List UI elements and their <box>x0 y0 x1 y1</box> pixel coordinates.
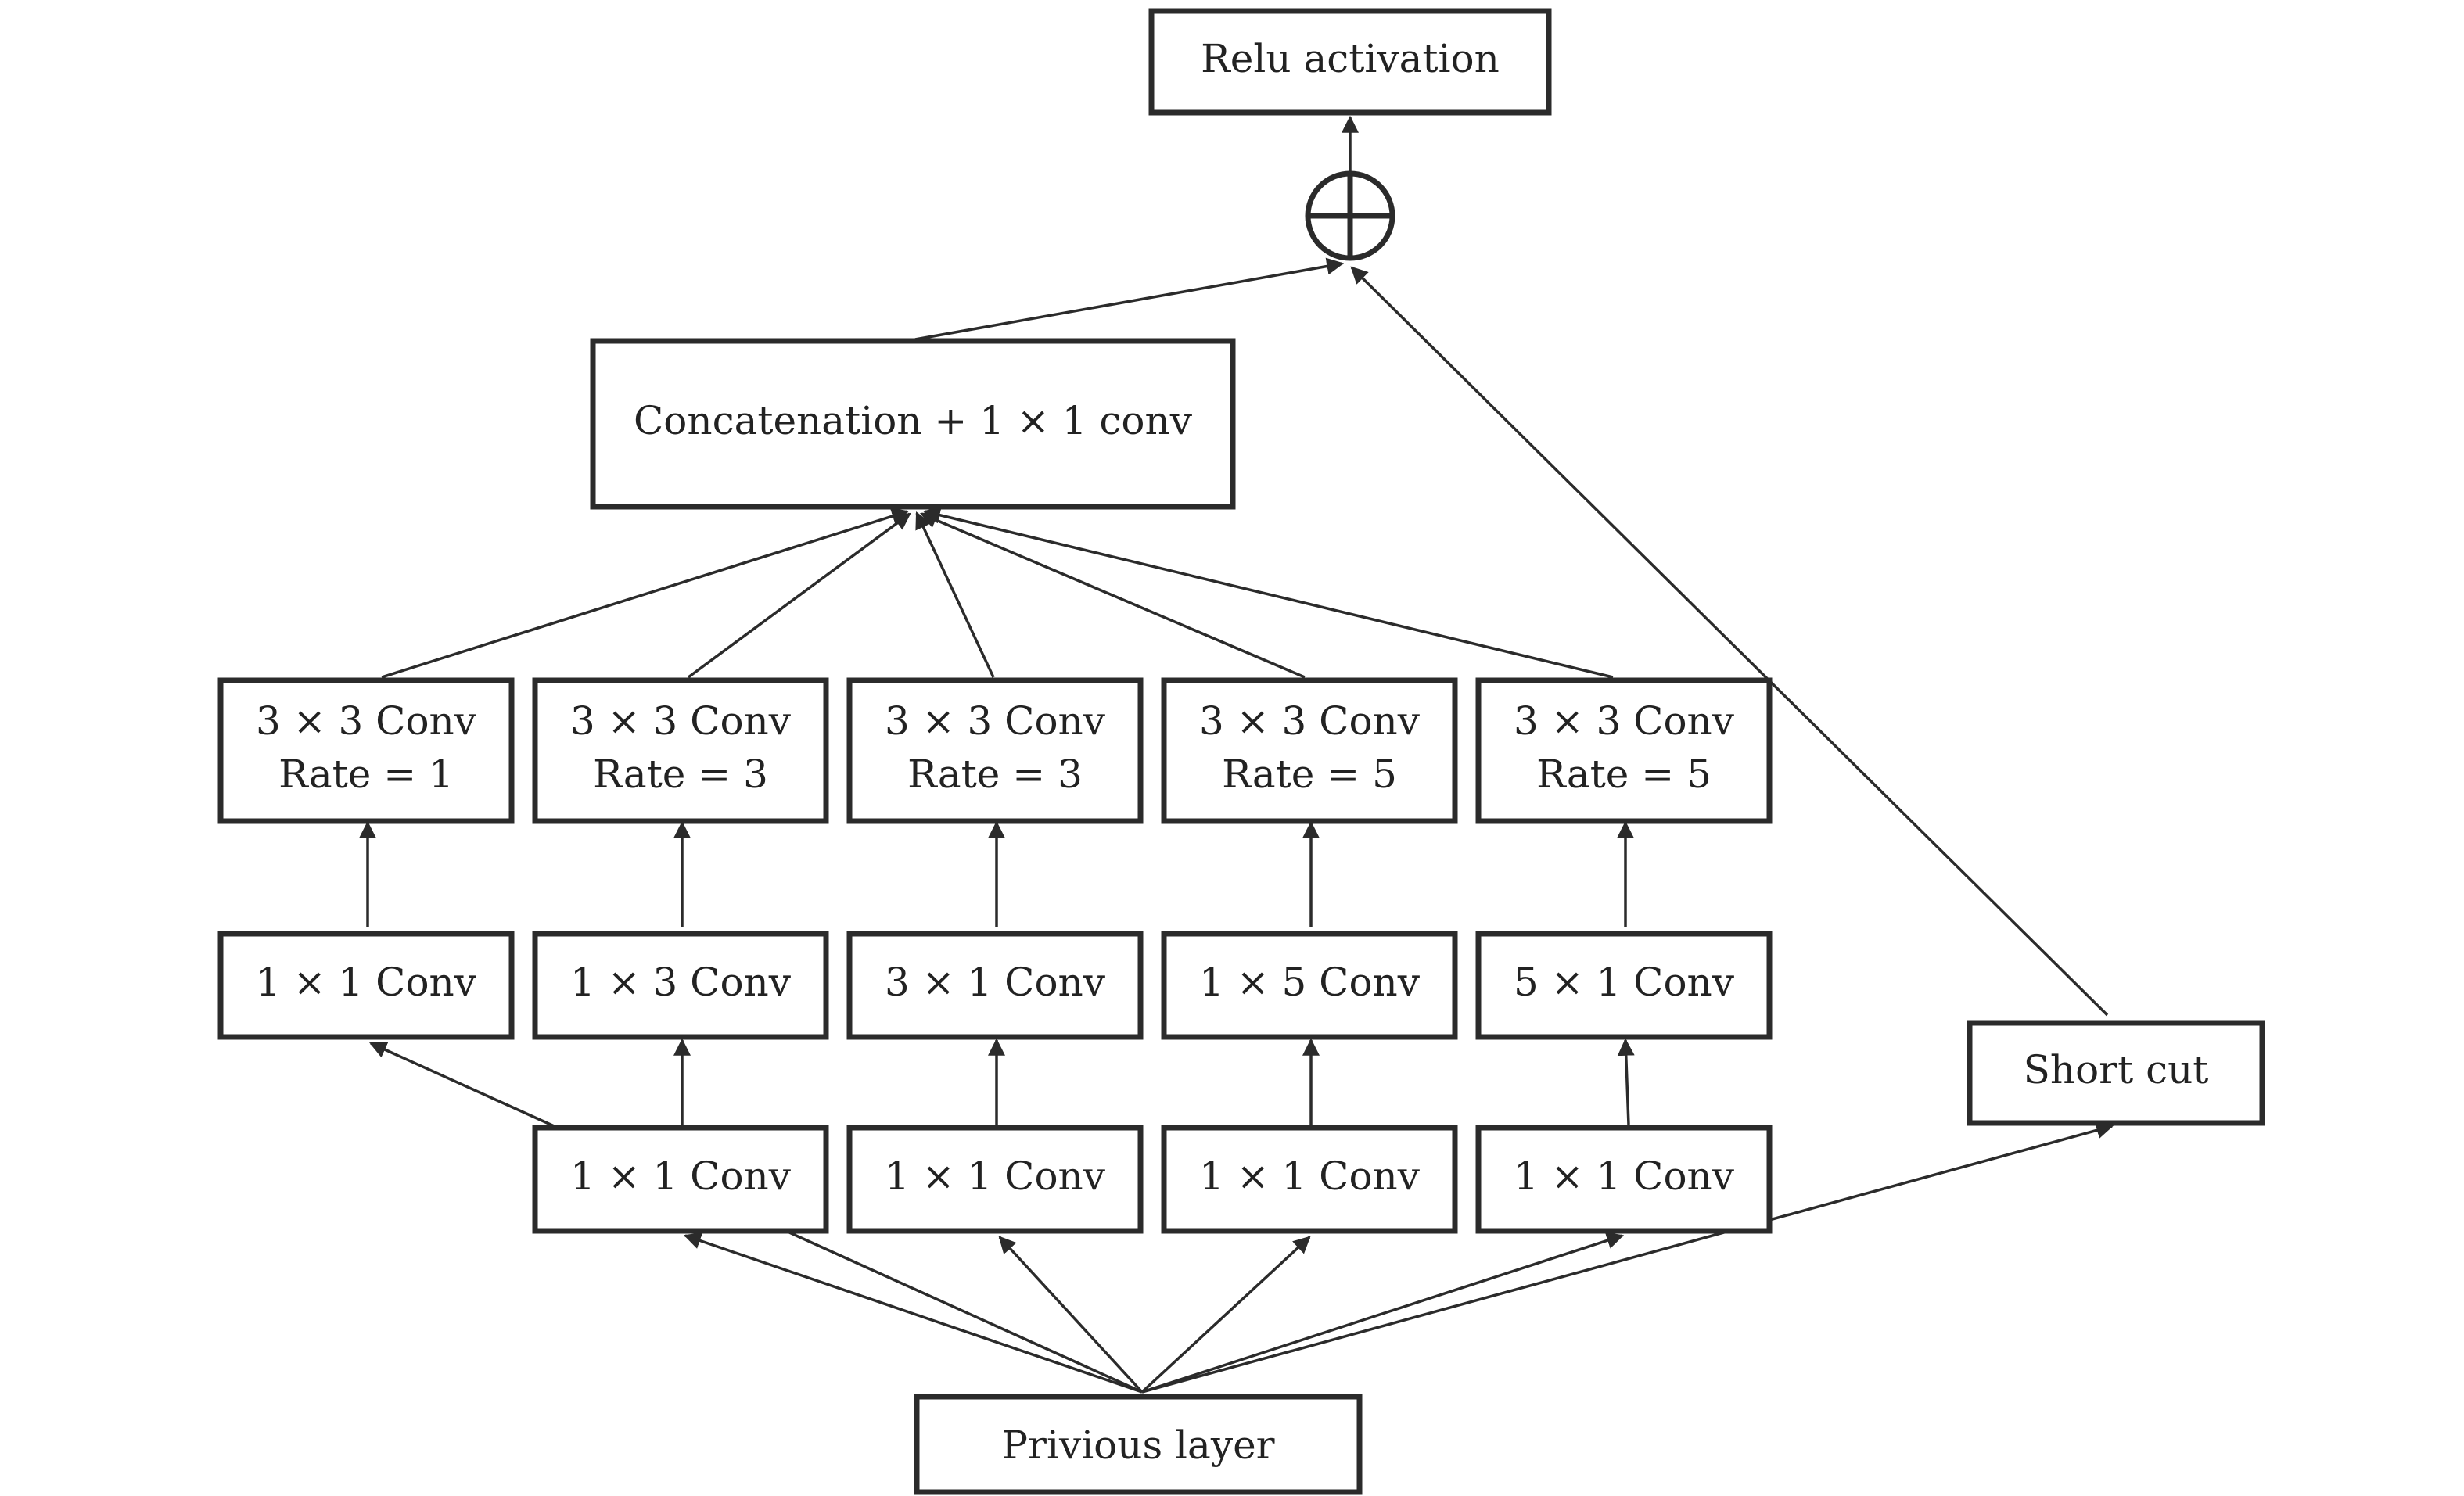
edge-prev-to-shortcut <box>1141 1121 2114 1394</box>
conv3-box-rate-5-b: 3 × 3 Conv Rate = 5 <box>1475 677 1773 824</box>
mid-conv-1x5-label: 1 × 5 Conv <box>1199 960 1421 1005</box>
conv3-box-rate-1-line1: 3 × 3 Conv <box>256 698 477 744</box>
low-conv-1x1-box-e: 1 × 1 Conv <box>1475 1125 1773 1234</box>
edge-prev-to-low-e <box>1141 1232 1625 1394</box>
edge-low-e-to-mid-e <box>1617 1038 1635 1125</box>
shortcut-label: Short cut <box>2024 1047 2209 1092</box>
conv3-box-rate-1-line2: Rate = 1 <box>278 752 454 797</box>
relu-activation-label: Relu activation <box>1201 36 1500 81</box>
shortcut-box: Short cut <box>1967 1020 2265 1126</box>
edge-conv3-c-to-concat <box>915 511 995 678</box>
low-conv-1x1-box-d: 1 × 1 Conv <box>1161 1125 1458 1234</box>
conv3-box-rate-1: 3 × 3 Conv Rate = 1 <box>217 677 515 824</box>
edge-conv3-b-to-concat <box>687 512 911 679</box>
low-conv-1x1-box-b: 1 × 1 Conv <box>532 1125 829 1234</box>
conv3-box-rate-3-a-line1: 3 × 3 Conv <box>570 698 792 744</box>
conv3-box-rate-3-a: 3 × 3 Conv Rate = 3 <box>532 677 829 824</box>
low-conv-1x1-label-d: 1 × 1 Conv <box>1199 1153 1421 1199</box>
conv3-box-rate-3-b-line2: Rate = 3 <box>907 752 1083 797</box>
low-conv-1x1-label-e: 1 × 1 Conv <box>1514 1153 1735 1199</box>
mid-conv-1x1-label: 1 × 1 Conv <box>256 960 477 1005</box>
conv3-box-rate-3-b-line1: 3 × 3 Conv <box>885 698 1106 744</box>
edge-prev-to-low-d <box>1140 1236 1311 1394</box>
edge-conv3-a-to-concat <box>381 508 910 679</box>
concatenation-box: Concatenation + 1 × 1 conv <box>590 338 1236 510</box>
edge-prev-to-low-b <box>683 1232 1143 1394</box>
previous-layer-label: Privious layer <box>1001 1422 1274 1468</box>
relu-activation-box: Relu activation <box>1148 8 1552 116</box>
mid-conv-5x1-label: 5 × 1 Conv <box>1514 960 1735 1005</box>
sum-node <box>1305 170 1395 261</box>
conv3-box-rate-5-b-line2: Rate = 5 <box>1536 752 1712 797</box>
mid-conv-3x1-box: 3 × 1 Conv <box>846 931 1144 1040</box>
edge-conv3-d-to-concat <box>919 511 1306 679</box>
mid-conv-1x1-box: 1 × 1 Conv <box>217 931 515 1040</box>
edge-conv3-e-to-concat <box>922 506 1614 679</box>
edge-concat-to-sum <box>914 257 1345 341</box>
mid-conv-1x3-label: 1 × 3 Conv <box>570 960 792 1005</box>
mid-conv-1x3-box: 1 × 3 Conv <box>532 931 829 1040</box>
previous-layer-box: Privious layer <box>914 1394 1363 1495</box>
conv3-box-rate-5-a: 3 × 3 Conv Rate = 5 <box>1161 677 1458 824</box>
conv3-box-rate-5-a-line2: Rate = 5 <box>1222 752 1397 797</box>
edge-prev-to-low-c <box>998 1236 1144 1394</box>
conv3-box-rate-5-b-line1: 3 × 3 Conv <box>1514 698 1735 744</box>
mid-conv-3x1-label: 3 × 1 Conv <box>885 960 1106 1005</box>
low-conv-1x1-box-c: 1 × 1 Conv <box>846 1125 1144 1234</box>
conv3-box-rate-3-b: 3 × 3 Conv Rate = 3 <box>846 677 1144 824</box>
low-conv-1x1-label-b: 1 × 1 Conv <box>570 1153 792 1199</box>
mid-conv-5x1-box: 5 × 1 Conv <box>1475 931 1773 1040</box>
edge-shortcut-to-sum <box>1350 266 2109 1017</box>
conv3-box-rate-3-a-line2: Rate = 3 <box>593 752 768 797</box>
mid-conv-1x5-box: 1 × 5 Conv <box>1161 931 1458 1040</box>
concatenation-label: Concatenation + 1 × 1 conv <box>634 398 1193 443</box>
low-conv-1x1-label-c: 1 × 1 Conv <box>885 1153 1106 1199</box>
conv3-box-rate-5-a-line1: 3 × 3 Conv <box>1199 698 1421 744</box>
